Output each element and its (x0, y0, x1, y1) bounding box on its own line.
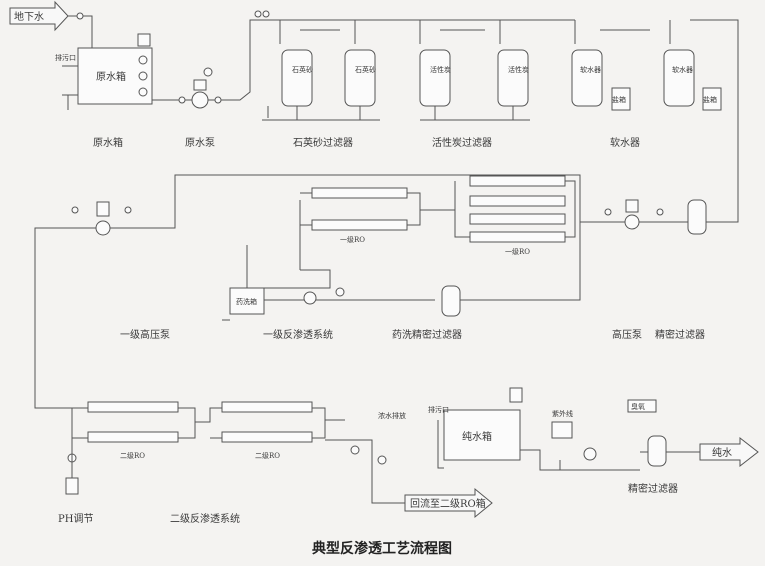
ro-stage-2-membranes: 二级RO 二级RO (87, 401, 313, 460)
softener-1-label: 软水器 (580, 65, 601, 74)
pure-water-label: 纯水 (712, 446, 732, 459)
ro-tag-3: 二级RO (120, 451, 145, 460)
high-pressure-pump (604, 199, 664, 230)
sand-2-label: 石英砂 (355, 65, 376, 74)
drain-label-4: 排污口 (428, 405, 449, 414)
cip-tank: 药洗箱 (229, 287, 265, 315)
concentrate-label: 浓水排放 (378, 411, 406, 420)
ro-tag-4: 二级RO (255, 451, 280, 460)
hp-pump-1-label: 一级高压泵 (120, 328, 170, 341)
raw-water-pump (178, 67, 222, 109)
sterilizer-label: 臭氧 (631, 402, 645, 411)
uv-sterilizer: 紫外线 (551, 409, 573, 439)
hp-pump-1 (71, 201, 132, 236)
raw-pump-label: 原水泵 (185, 137, 215, 149)
pure-water-outlet-arrow: 纯水 (699, 436, 759, 468)
carbon-1-label: 活性炭 (430, 65, 451, 74)
precision-filter-2-label: 精密过滤器 (628, 482, 678, 495)
carbon-filter-label: 活性炭过滤器 (432, 136, 492, 149)
raw-water-tank: 原水箱 排污口 (55, 33, 153, 110)
ro-tag-2: 一级RO (505, 247, 530, 256)
carbon-filter-2: 活性炭 (497, 49, 529, 107)
sand-filter-1: 石英砂 (281, 49, 313, 107)
softener-2: 软水器 盐箱 (663, 49, 722, 111)
brine-2-label: 盐箱 (703, 95, 717, 104)
return-label: 回流至二级RO箱 (410, 497, 486, 510)
softener-label: 软水器 (610, 136, 640, 149)
raw-tank-box-label: 原水箱 (96, 70, 126, 83)
precision-filter-1 (687, 199, 707, 235)
precision-filter-2 (647, 435, 667, 467)
ozone-unit: 臭氧 (627, 399, 657, 413)
ro-1-label: 一级反渗透系统 (263, 328, 333, 341)
ro-tag-1: 一级RO (340, 235, 365, 244)
return-arrow: 回流至二级RO箱 (404, 487, 493, 519)
precision-filter-label: 精密过滤器 (655, 328, 705, 341)
carbon-filter-1: 活性炭 (419, 49, 451, 107)
cip-tank-label: 药洗箱 (236, 297, 257, 306)
cip-filter-label: 药洗精密过滤器 (392, 328, 462, 341)
groundwater-label: 地下水 (14, 10, 44, 23)
softener-1: 软水器 盐箱 (571, 49, 631, 111)
pure-water-tank: 纯水箱 排污口 (428, 387, 523, 461)
sand-filter-label: 石英砂过滤器 (293, 136, 353, 149)
softener-2-label: 软水器 (672, 65, 693, 74)
ro-stage-1-membranes: 一级RO 一级RO (311, 175, 566, 256)
drain-label-1: 排污口 (55, 53, 76, 62)
carbon-2-label: 活性炭 (508, 65, 529, 74)
cip-precision-filter (441, 285, 461, 317)
ph-adjust-label: PH调节 (58, 513, 93, 525)
raw-tank-label: 原水箱 (93, 136, 123, 149)
ro-2-label: 二级反渗透系统 (170, 512, 240, 525)
sand-filter-2: 石英砂 (344, 49, 376, 107)
groundwater-inlet-arrow: 地下水 (9, 0, 69, 32)
diagram-title: 典型反渗透工艺流程图 (312, 540, 452, 557)
brine-1-label: 盐箱 (612, 95, 626, 104)
sand-1-label: 石英砂 (292, 65, 313, 74)
uv-label: 紫外线 (552, 409, 573, 418)
hp-pump-label: 高压泵 (612, 328, 642, 341)
pure-tank-box-label: 纯水箱 (462, 430, 492, 443)
